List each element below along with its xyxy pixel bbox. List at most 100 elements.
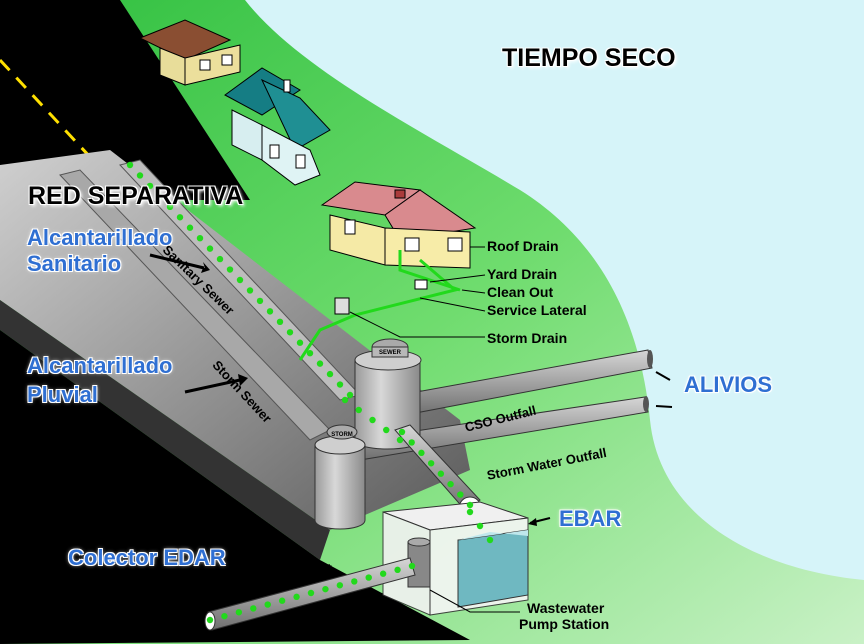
flow-dot — [264, 601, 271, 608]
storm-lid-label: STORM — [331, 432, 353, 438]
flow-dot — [437, 470, 445, 477]
flow-dot — [206, 616, 214, 624]
arrow-alivios-1 — [655, 371, 671, 381]
separate-network-heading: RED SEPARATIVA — [28, 182, 244, 210]
flow-dot — [447, 480, 454, 488]
flow-dot — [398, 428, 406, 436]
flow-dot — [418, 449, 425, 457]
flow-dot — [476, 522, 484, 530]
storm-outfall-end — [643, 396, 649, 412]
arrow-colector — [277, 554, 293, 573]
clean-out-label: Clean Out — [487, 284, 554, 300]
flow-dot — [307, 589, 315, 597]
pump-station-label: EBAR — [559, 506, 622, 531]
arrow-ebar-head — [528, 518, 537, 526]
flow-dot — [166, 203, 174, 211]
flow-dot — [256, 297, 264, 305]
flow-dot — [408, 439, 415, 446]
flow-dot — [221, 612, 228, 620]
ground-shadow — [0, 330, 470, 644]
leader-lines — [349, 246, 520, 613]
yard-drain-label: Yard Drain — [487, 266, 558, 282]
trench-shadow — [0, 300, 330, 560]
storm-drain-inlet — [334, 297, 350, 315]
service-lateral-pipe — [398, 250, 461, 292]
flow-dot — [355, 406, 362, 414]
storm-label-line1: Alcantarillado — [27, 353, 173, 378]
flow-dot — [394, 566, 401, 574]
overflows-label: ALIVIOS — [684, 372, 773, 397]
road — [0, 0, 250, 200]
treatment-collector-label: Colector EDAR — [68, 545, 226, 570]
yard-drain-box — [414, 279, 428, 290]
flow-dot — [176, 214, 184, 221]
flow-dot — [226, 266, 234, 273]
arrow-storm-head — [238, 374, 248, 386]
flow-dot — [316, 360, 324, 367]
flow-dot — [457, 491, 464, 498]
flow-dot — [326, 370, 334, 378]
service-lateral-label: Service Lateral — [487, 302, 587, 318]
flow-dot — [216, 255, 224, 263]
flow-dot — [306, 349, 314, 357]
flow-dot — [466, 508, 474, 516]
sewer-lid-label: SEWER — [379, 350, 402, 356]
roof-drain-label: Roof Drain — [487, 238, 559, 254]
flow-dot — [341, 396, 349, 404]
wastewater-label-line1: Wastewater — [527, 600, 605, 616]
flow-dot — [236, 276, 244, 284]
arrow-sanitary-shaft — [149, 253, 205, 270]
flow-dot — [278, 597, 286, 604]
arrows — [149, 253, 673, 573]
flow-dot — [466, 501, 474, 509]
flow-dot — [266, 308, 274, 315]
pump-station-box — [382, 501, 529, 616]
wastewater-label-line2: Pump Station — [519, 616, 610, 632]
flow-dot — [369, 416, 376, 424]
flow-dot — [379, 570, 387, 577]
manhole-to-pump-pipe — [394, 424, 481, 511]
cso-outfall-end — [647, 350, 653, 368]
flow-dot — [235, 609, 243, 616]
flow-dot — [293, 593, 300, 601]
flow-dot — [286, 329, 294, 336]
storm-drain-label: Storm Drain — [487, 330, 568, 346]
sanitary-label-line2: Sanitario — [27, 251, 122, 276]
house-blue — [224, 67, 331, 186]
flow-dot — [336, 582, 344, 589]
flow-dot — [206, 245, 214, 252]
flow-dot — [186, 224, 194, 231]
flow-dot — [427, 460, 435, 467]
flow-dot — [146, 182, 154, 190]
flow-dot — [196, 234, 204, 242]
flow-dot — [322, 585, 329, 593]
flow-dot — [246, 287, 254, 294]
flow-dot — [346, 391, 354, 399]
flow-dot — [396, 436, 404, 444]
storm-manhole — [314, 424, 366, 530]
arrow-sanitary — [155, 255, 210, 273]
flow-dot — [250, 605, 257, 612]
flow-dot — [486, 536, 494, 544]
flow-dot — [408, 562, 416, 570]
flow-dots — [126, 161, 494, 624]
arrow-storm — [184, 378, 241, 394]
flow-dot — [336, 381, 344, 388]
flow-dot — [126, 161, 134, 169]
flow-dot — [383, 426, 390, 434]
storm-label-line2: Pluvial — [27, 382, 98, 407]
flow-dot — [351, 578, 358, 585]
flow-dot — [276, 318, 284, 326]
flow-dot — [296, 339, 304, 346]
flow-dot — [156, 193, 164, 200]
arrow-alivios-2 — [655, 405, 673, 408]
house-brown — [138, 19, 241, 86]
sanitary-label-line1: Alcantarillado — [27, 225, 173, 250]
house-pink — [320, 181, 477, 269]
flow-dot — [365, 574, 372, 581]
road-centerline — [0, 58, 132, 202]
flow-dot — [136, 172, 144, 179]
dry-weather-heading: TIEMPO SECO — [502, 44, 676, 72]
